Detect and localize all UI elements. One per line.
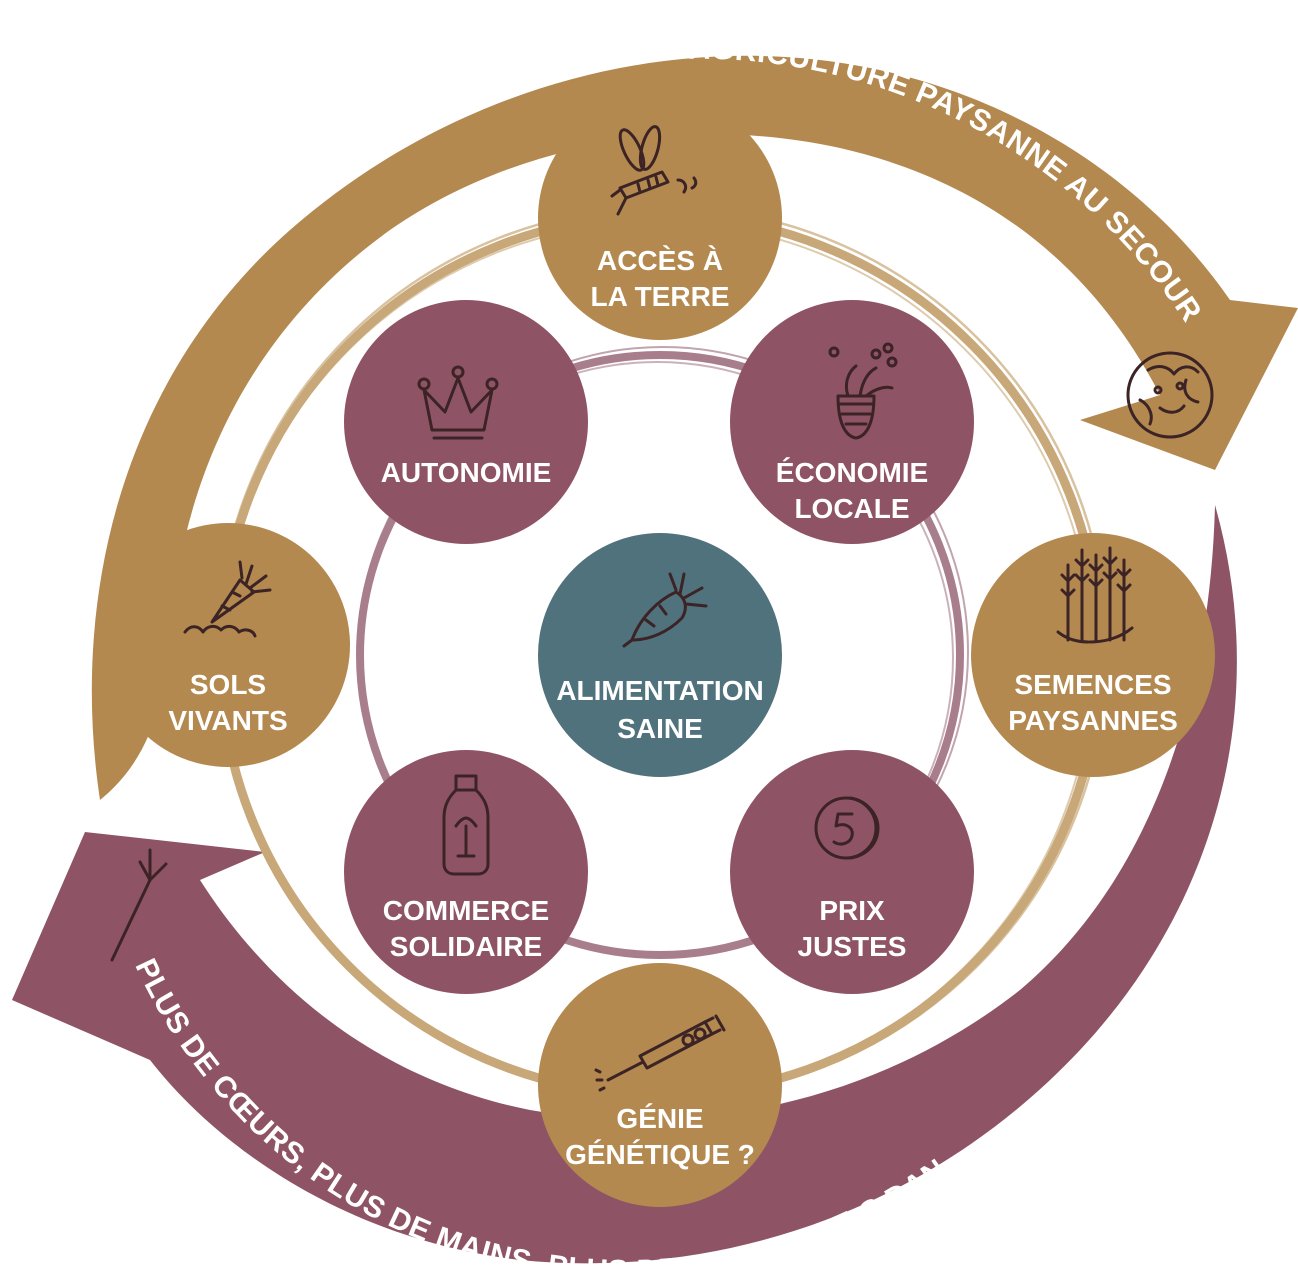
node-label-line2: SOLIDAIRE <box>390 931 542 962</box>
node-label-line2: JUSTES <box>798 931 907 962</box>
node-label-line2: PAYSANNES <box>1008 705 1178 736</box>
center-label-line1: ALIMENTATION <box>556 675 763 706</box>
inner-node-prix: PRIX JUSTES <box>730 750 974 994</box>
carrot-soil-icon <box>183 560 272 638</box>
node-label-line1: AUTONOMIE <box>381 457 552 488</box>
plum-arc-arrow <box>12 505 1237 1264</box>
outer-node-semences: SEMENCES PAYSANNES <box>971 533 1215 777</box>
inner-node-economie: ÉCONOMIE LOCALE <box>730 300 974 544</box>
coin-icon <box>814 796 880 860</box>
fork-icon <box>110 848 168 962</box>
inner-ring <box>356 346 969 959</box>
node-label-line1: SOLS <box>190 669 266 700</box>
carrot-icon <box>622 572 708 648</box>
outer-node-sols: SOLS VIVANTS <box>106 523 350 767</box>
node-label-line1: PRIX <box>819 895 885 926</box>
center-label-line2: SAINE <box>617 713 703 744</box>
bottle-icon <box>442 774 490 876</box>
outer-node-terre: ACCÈS À LA TERRE <box>538 96 782 340</box>
node-label-line1: ACCÈS À <box>597 245 723 276</box>
node-label-line1: SEMENCES <box>1014 669 1171 700</box>
node-label-line2: LA TERRE <box>591 281 730 312</box>
inner-node-autonomie: AUTONOMIE <box>344 300 588 544</box>
center-node: ALIMENTATION SAINE <box>538 533 782 777</box>
node-label-line2: GÉNÉTIQUE ? <box>565 1139 755 1170</box>
wheat-icon <box>1056 546 1134 644</box>
node-label-line2: LOCALE <box>794 493 909 524</box>
crown-icon <box>417 365 499 440</box>
earth-face-icon <box>1126 351 1214 439</box>
node-label-line1: GÉNIE <box>616 1103 703 1134</box>
mosquito-icon <box>610 125 698 216</box>
basket-icon <box>828 342 898 440</box>
inner-node-commerce: COMMERCE SOLIDAIRE <box>344 750 588 994</box>
outer-node-genie: GÉNIE GÉNÉTIQUE ? <box>538 963 782 1207</box>
node-label-line1: COMMERCE <box>383 895 549 926</box>
node-label-line2: VIVANTS <box>168 705 287 736</box>
node-label-line1: ÉCONOMIE <box>776 457 928 488</box>
syringe-icon <box>594 1014 726 1092</box>
